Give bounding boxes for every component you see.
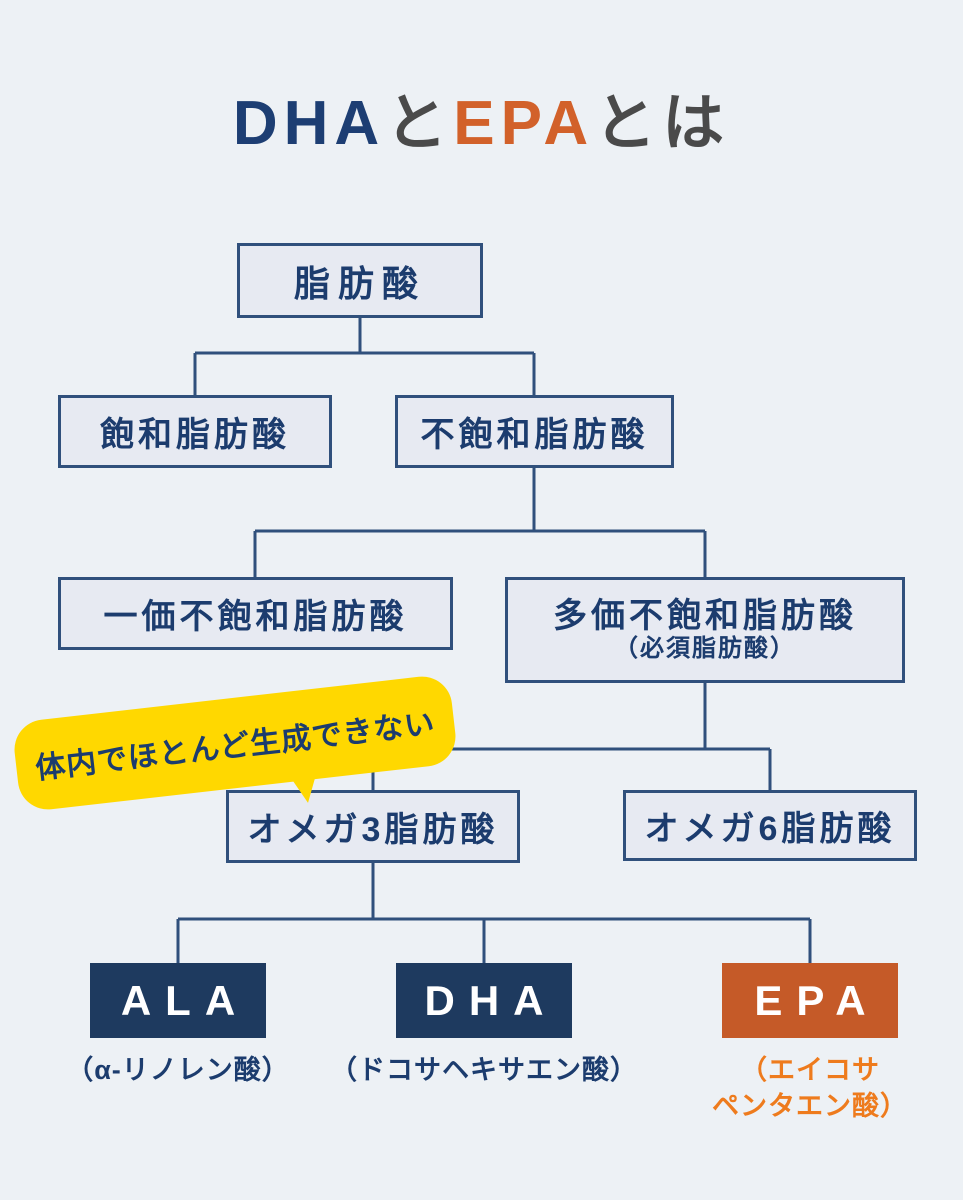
epa-full-name-line2: ペンタエン酸） (712, 1091, 908, 1122)
title-to: と (385, 89, 454, 158)
epa-full-name-line1: （エイコサ (740, 1055, 880, 1085)
node-saturated-fat: 飽和脂肪酸 (58, 395, 332, 468)
node-fatty-acid-label: 脂肪酸 (293, 262, 426, 304)
node-omega3-fat: オメガ3脂肪酸 (226, 790, 520, 863)
title-towa: とは (594, 89, 731, 158)
leaf-ala-label: ALA (120, 976, 250, 1024)
node-polyunsaturated-fat: 多価不飽和脂肪酸 （必須脂肪酸） (505, 577, 905, 683)
epa-full-name: （エイコサ ペンタエン酸） (660, 1052, 960, 1125)
node-omega6-fat-label: オメガ6脂肪酸 (644, 810, 896, 848)
node-saturated-fat-label: 飽和脂肪酸 (100, 416, 290, 454)
leaf-dha: DHA (396, 963, 572, 1038)
leaf-ala: ALA (90, 963, 266, 1038)
dha-full-name: （ドコサヘキサエン酸） (330, 1055, 638, 1085)
node-polyunsaturated-fat-sublabel: （必須脂肪酸） (614, 634, 796, 662)
node-omega3-fat-label: オメガ3脂肪酸 (247, 811, 499, 849)
leaf-epa: EPA (722, 963, 898, 1038)
node-monounsaturated-fat-label: 一価不飽和脂肪酸 (103, 598, 408, 636)
leaf-epa-label: EPA (754, 976, 880, 1024)
node-unsaturated-fat: 不飽和脂肪酸 (395, 395, 674, 468)
page-title: DHAとEPAとは (0, 72, 963, 162)
node-polyunsaturated-fat-label: 多価不飽和脂肪酸 (553, 597, 857, 636)
ala-full-name: （α-リノレン酸） (66, 1055, 290, 1085)
node-unsaturated-fat-label: 不飽和脂肪酸 (420, 416, 649, 454)
node-omega6-fat: オメガ6脂肪酸 (623, 790, 917, 861)
leaf-dha-label: DHA (424, 976, 558, 1024)
title-epa: EPA (453, 89, 595, 158)
title-dha: DHA (232, 89, 386, 158)
node-monounsaturated-fat: 一価不飽和脂肪酸 (58, 577, 453, 650)
node-fatty-acid: 脂肪酸 (237, 243, 483, 318)
